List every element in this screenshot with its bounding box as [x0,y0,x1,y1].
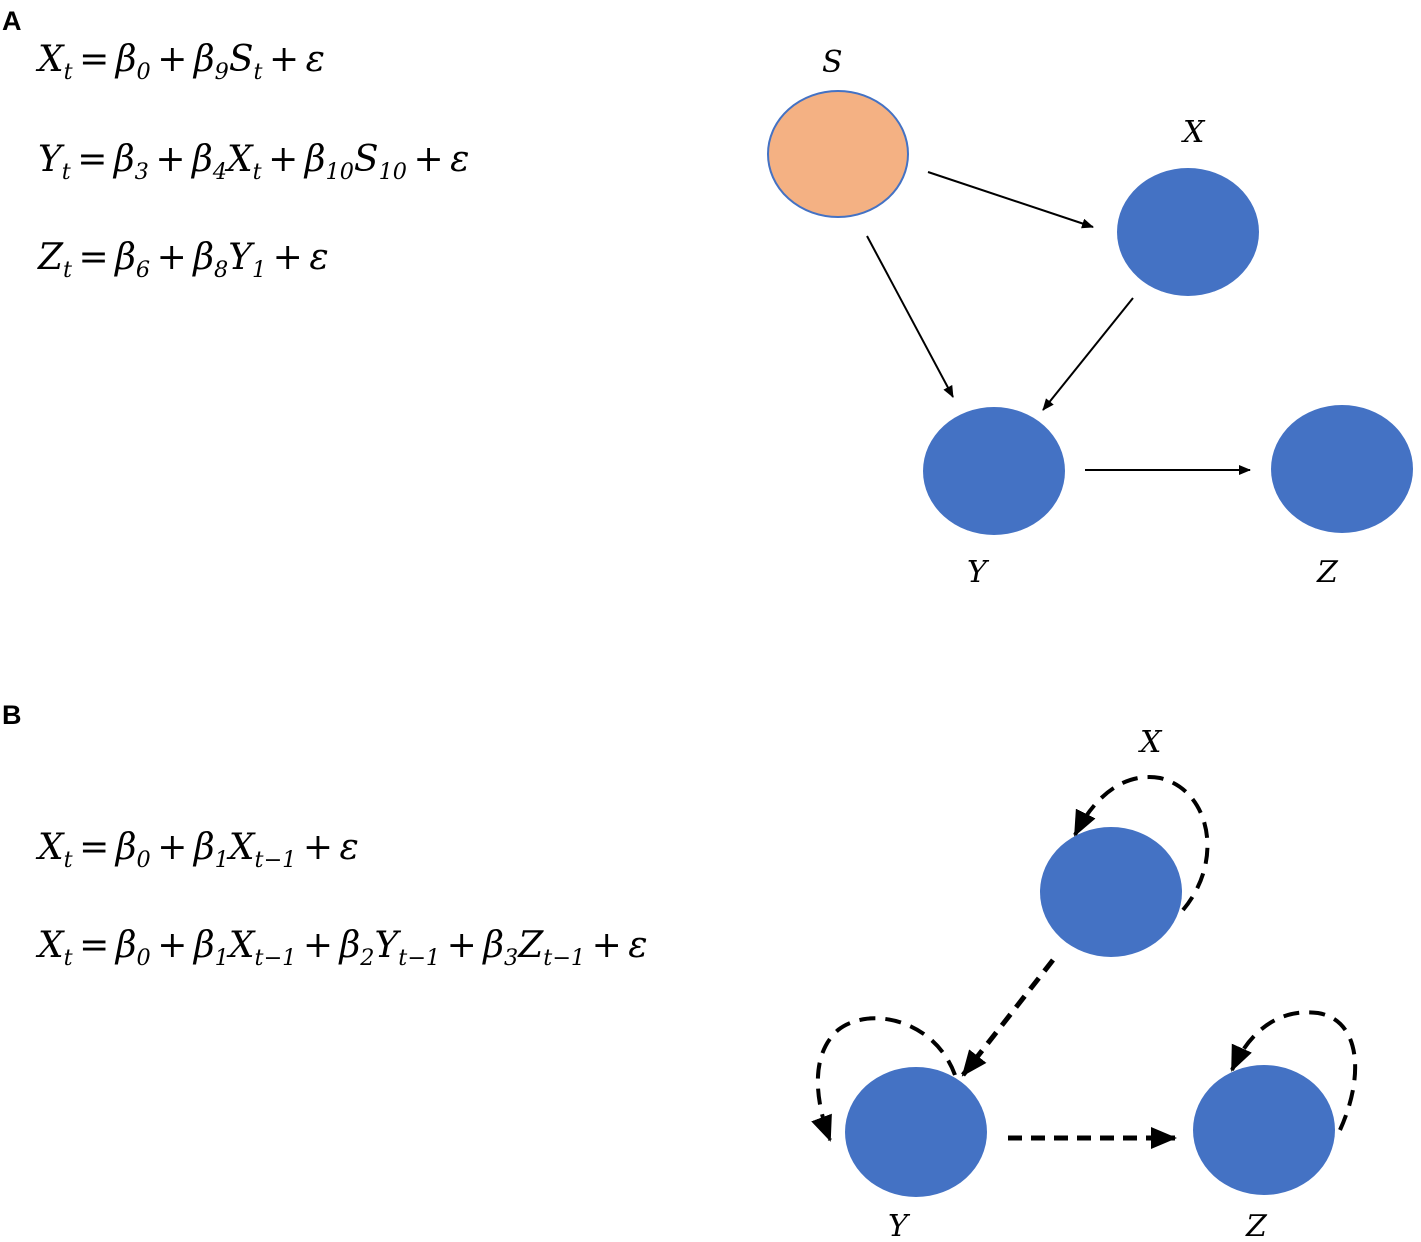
equals-sign: = [77,139,108,180]
node-s-label: S [822,45,843,80]
plus-sign: + [272,237,303,278]
node-b-y-label: Y [888,1209,911,1242]
plus-sign: + [446,925,477,966]
equation-term: β1 [193,925,229,971]
node-x [1117,168,1259,296]
equation-term: Zt−1 [518,925,586,971]
plus-sign: + [302,827,333,868]
equals-sign: = [79,925,110,966]
node-y-label: Y [967,555,990,590]
plus-sign: + [268,139,299,180]
edge-s-to-y [866,235,954,398]
equation-term: Xt [226,139,262,185]
equation-term: β6 [115,237,151,283]
equation-lhs: Yt [38,139,71,185]
plus-sign: + [157,827,188,868]
equation-term: β2 [339,925,375,971]
equation-term: Xt−1 [228,827,297,873]
equation-term: β4 [191,139,227,185]
panel-b-diagram: X Y Z [811,725,1358,1242]
equation-term: β8 [193,237,229,283]
equation-term: β10 [304,139,354,185]
equation-term: β3 [113,139,149,185]
panel-a-equation-2: Yt=β3+β4Xt+β10S10+ε [38,142,469,183]
panel-a-equation-3: Zt=β6+β8Y1+ε [38,240,329,281]
node-s [767,90,909,218]
equation-term: ε [305,39,325,80]
node-b-x-label: X [1138,725,1163,760]
equation-lhs: Xt [38,39,73,85]
panel-a-diagram: S X Y Z [767,45,1413,590]
edge-s-to-x [927,171,1094,229]
equation-term: Yt−1 [374,925,441,971]
plus-sign: + [268,39,300,80]
panel-a-equation-1: Xt=β0+β9St+ε [38,42,325,83]
equation-term: β9 [193,39,229,85]
equals-sign: = [79,39,110,80]
node-y [923,407,1065,535]
edge-b-x-to-y [961,958,1055,1077]
equation-term: β1 [193,827,229,873]
node-b-z-label: Z [1245,1209,1268,1242]
node-b-y [845,1067,987,1197]
plus-sign: + [157,39,188,80]
equation-term: Xt−1 [228,925,297,971]
plus-sign: + [591,925,622,966]
self-loop-y [811,1016,957,1142]
equation-term: ε [628,925,648,966]
equation-term: Y1 [228,237,267,283]
edge-x-to-y [1042,297,1134,411]
panel-b-equation-2: Xt=β0+β1Xt−1+β2Yt−1+β3Zt−1+ε [38,928,648,969]
equation-term: ε [309,237,329,278]
equation-term: β0 [115,39,151,85]
plus-sign: + [156,237,187,278]
equation-term: β0 [115,827,151,873]
equation-lhs: Xt [38,925,73,971]
self-loop-z [1230,1010,1358,1131]
equation-term: β3 [483,925,519,971]
equation-lhs: Xt [38,827,73,873]
node-z-label: Z [1316,555,1339,590]
plus-sign: + [157,925,188,966]
equation-term: ε [450,139,470,180]
panel-b-equation-1: Xt=β0+β1Xt−1+ε [38,830,359,871]
equation-term: S10 [353,139,407,185]
node-b-z [1193,1065,1335,1195]
plus-sign: + [155,139,186,180]
node-z [1271,405,1413,533]
equation-term: ε [339,827,359,868]
equals-sign: = [79,827,110,868]
panel-b-label: B [2,700,22,730]
equation-term: β0 [115,925,151,971]
node-b-x [1040,827,1182,957]
plus-sign: + [413,139,444,180]
node-x-label: X [1181,115,1206,150]
panel-a-label: A [2,6,22,36]
plus-sign: + [302,925,333,966]
equation-term: St [228,39,263,85]
equation-lhs: Zt [38,237,72,283]
equals-sign: = [78,237,109,278]
